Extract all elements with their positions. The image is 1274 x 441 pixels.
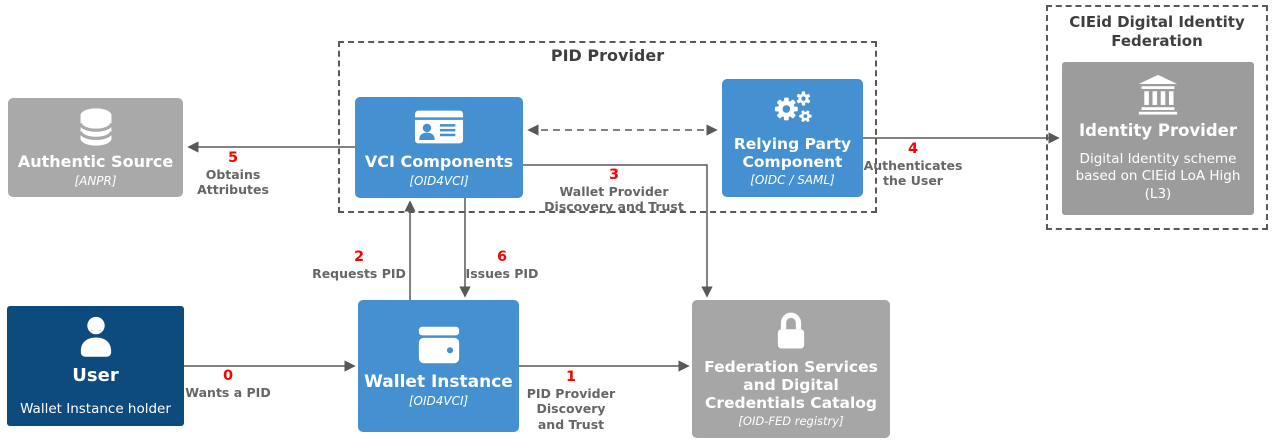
- edge-3-wallet-provider-discovery: [523, 164, 713, 298]
- wallet-icon: [418, 326, 459, 364]
- node-subtitle: [OID4VCI]: [409, 173, 469, 188]
- person-icon: [80, 317, 111, 358]
- padlock-icon: [777, 312, 805, 349]
- id-card-icon: [414, 110, 464, 144]
- node-title: Federation Services and Digital Credenti…: [704, 357, 878, 413]
- node-title: Relying Party Component: [733, 134, 852, 171]
- node-subtitle: [OID4VCI]: [408, 394, 469, 409]
- step-number: 5: [227, 150, 239, 166]
- node-authentic-source: Authentic Source [ANPR]: [8, 98, 183, 197]
- node-relying-party-component: Relying Party Component [OIDC / SAML]: [722, 79, 863, 197]
- node-title: Wallet Instance: [364, 371, 513, 392]
- step-label: Requests PID: [312, 265, 406, 281]
- step-number: 3: [608, 167, 620, 183]
- step-number: 4: [907, 141, 919, 157]
- edge-label-step2: 2 Requests PID: [306, 249, 412, 281]
- node-subtitle: [ANPR]: [74, 173, 117, 188]
- step-label: Obtains Attributes: [197, 166, 269, 198]
- edge-label-step4: 4 Authenticates the User: [862, 141, 964, 189]
- bank-icon: [1138, 75, 1178, 115]
- group-cieid-federation: CIEid Digital Identity Federation: [1046, 5, 1268, 230]
- step-label: Wallet Provider Discovery and Trust: [544, 183, 684, 215]
- node-title: Authentic Source: [17, 152, 174, 172]
- group-title-pid-provider: PID Provider: [550, 46, 665, 65]
- node-title: User: [72, 365, 119, 387]
- node-description: Digital Identity scheme based on CIEid L…: [1075, 150, 1241, 202]
- gears-icon: [774, 91, 812, 122]
- database-icon: [78, 108, 113, 146]
- node-subtitle: [OIDC / SAML]: [750, 173, 835, 188]
- node-federation-services: Federation Services and Digital Credenti…: [692, 300, 890, 438]
- edge-label-step6: 6 Issues PID: [452, 249, 552, 281]
- edge-label-step5: 5 Obtains Attributes: [193, 150, 273, 198]
- edge-label-step0: 0 Wants a PID: [170, 368, 286, 400]
- node-title: Identity Provider: [1079, 121, 1237, 141]
- group-pid-provider: PID Provider: [338, 41, 877, 213]
- step-number: 2: [353, 249, 365, 265]
- node-title: VCI Components: [364, 152, 514, 172]
- node-subtitle: [OID-FED registry]: [738, 414, 844, 429]
- node-user: User Wallet Instance holder: [7, 306, 184, 426]
- step-label: Authenticates the User: [863, 157, 963, 189]
- edge-label-step1: 1 PID Provider Discovery and Trust: [515, 369, 627, 433]
- step-label: Wants a PID: [185, 384, 271, 400]
- step-number: 1: [565, 369, 577, 385]
- step-label: PID Provider Discovery and Trust: [526, 385, 616, 432]
- group-title-cieid-federation: CIEid Digital Identity Federation: [1069, 13, 1245, 50]
- node-vci-components: VCI Components [OID4VCI]: [355, 97, 523, 198]
- node-wallet-instance: Wallet Instance [OID4VCI]: [358, 300, 519, 432]
- edge-label-step3: 3 Wallet Provider Discovery and Trust: [540, 167, 688, 215]
- step-number: 0: [222, 368, 234, 384]
- node-identity-provider: Identity Provider Digital Identity schem…: [1062, 62, 1254, 215]
- step-number: 6: [496, 249, 508, 265]
- node-subtitle: Wallet Instance holder: [20, 400, 171, 417]
- step-label: Issues PID: [465, 265, 539, 281]
